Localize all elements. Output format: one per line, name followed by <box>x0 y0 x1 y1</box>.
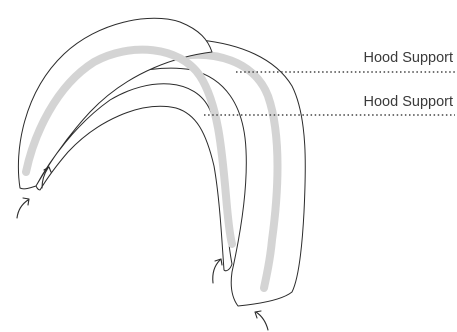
curved-arrow-icon <box>41 166 52 189</box>
back-hood-piece <box>95 39 306 307</box>
front-hood-support-band <box>22 45 236 248</box>
hood-support-label-upper: Hood Support <box>364 50 453 66</box>
back-hood-support-band <box>166 50 282 292</box>
back-hood-outline <box>95 39 306 307</box>
curved-arrow-icon <box>16 197 30 219</box>
curved-arrow-icon <box>254 310 269 331</box>
hood-support-label-lower: Hood Support <box>364 94 453 110</box>
front-hood-piece <box>17 17 236 272</box>
curved-arrow-icon <box>212 258 223 284</box>
